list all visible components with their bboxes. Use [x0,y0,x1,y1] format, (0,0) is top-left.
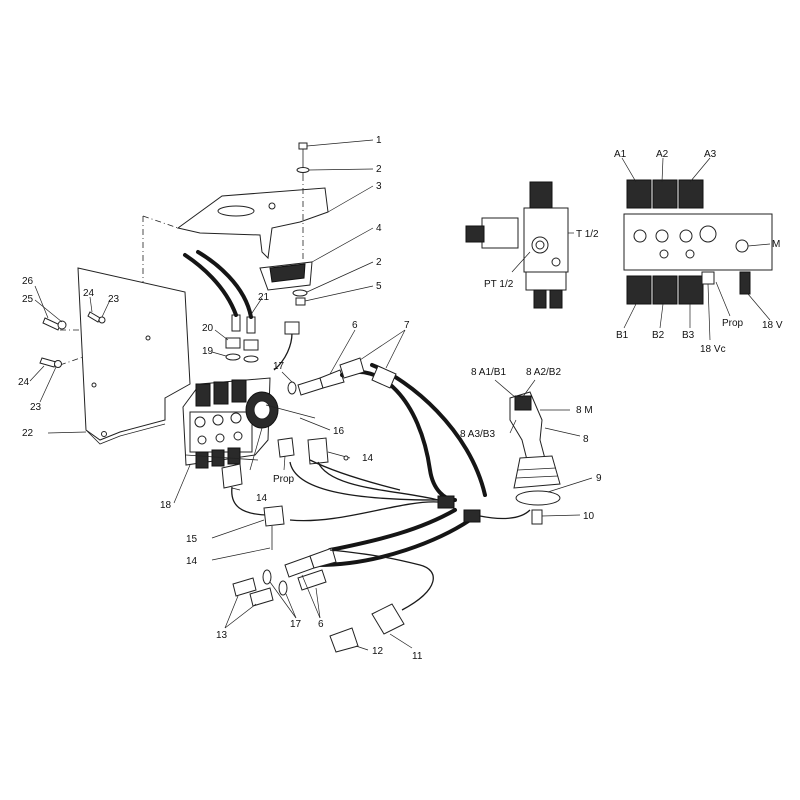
boot-part-9 [515,477,593,506]
label-11: 11 [412,651,423,662]
label-24-upper: 24 [83,288,95,299]
hoses-from-cover [183,250,253,319]
proportional-solenoid [245,391,279,471]
label-17-upper: 17 [273,361,285,372]
label-8-a1b1: 8 A1/B1 [471,367,506,378]
hose-fitting-part-6-upper [297,329,356,396]
label-10: 10 [583,511,595,522]
label-2-lower: 2 [376,257,382,268]
tee-block-part-15 [211,505,285,539]
bolt-part-24-lower [29,357,57,382]
label-2-top: 2 [376,164,382,175]
bolt-part-26 [34,285,61,331]
label-7: 7 [404,320,410,331]
label-6-upper: 6 [352,320,358,331]
label-3: 3 [376,181,382,192]
label-20: 20 [202,323,214,334]
washer-part-23-upper [98,299,111,324]
oring-part-17-lower [262,569,297,619]
fitting-part-20 [214,329,259,351]
switch-part-12 [329,627,369,653]
label-8-m: 8 M [576,405,593,416]
connector-part-14-right [307,437,351,465]
pressure-sensor-part-11 [329,549,434,649]
bellows-boot-part-4 [259,227,374,291]
label-26: 26 [22,276,34,287]
label-14-lower: 14 [186,556,198,567]
label-8-a2b2: 8 A2/B2 [526,367,561,378]
label-t12: T 1/2 [576,229,599,240]
lower-hoses [316,508,472,567]
washer-part-25 [34,299,67,330]
label-m: M [772,239,780,250]
label-23-upper: 23 [108,294,120,305]
hose-part-7 [339,329,487,502]
washer-part-2-top [296,167,374,173]
label-1: 1 [376,135,382,146]
label-17-lower: 17 [290,619,302,630]
washer-part-2-lower [292,261,374,297]
connector-prop [277,437,295,471]
label-19: 19 [202,346,214,357]
washer-part-23-lower [39,360,62,403]
label-21: 21 [258,292,270,303]
label-a1: A1 [614,149,627,160]
block-detail [621,157,773,341]
label-18-v: 18 V [762,320,783,331]
label-a3: A3 [704,149,717,160]
nut-part-10 [531,509,581,525]
label-5: 5 [376,281,382,292]
label-23-lower: 23 [30,402,42,413]
label-9: 9 [596,473,602,484]
label-15: 15 [186,534,198,545]
label-prop-detail: Prop [722,318,744,329]
label-pt12: PT 1/2 [484,279,514,290]
valve-detail [465,181,574,309]
long-rod [185,454,259,461]
label-8: 8 [583,434,589,445]
bolt-part-24-upper [87,296,101,323]
cover-plate-part-3 [176,185,374,260]
label-14-left: 14 [256,493,268,504]
label-6-lower: 6 [318,619,324,630]
nut-part-5 [295,285,374,306]
label-16: 16 [333,426,345,437]
label-24-lower: 24 [18,377,30,388]
label-22: 22 [22,428,34,439]
joystick-part-8 [494,379,581,489]
label-b1: B1 [616,330,629,341]
wiring-harness [231,459,531,522]
label-18: 18 [160,500,172,511]
mounting-plate-part-22 [47,267,191,445]
label-prop-main: Prop [273,474,295,485]
callout-labels: 1 2 3 4 2 5 6 7 26 25 24 23 21 20 19 17 … [18,135,783,662]
label-b2: B2 [652,330,665,341]
label-14-right: 14 [362,453,374,464]
label-b3: B3 [682,330,695,341]
connector-part-14-left [221,463,243,491]
label-18-vc: 18 Vc [700,344,726,355]
label-4: 4 [376,223,382,234]
label-a2: A2 [656,149,669,160]
small-cable-solenoid [273,321,300,371]
bolt-part-14-lower [211,526,273,561]
label-13: 13 [216,630,228,641]
label-12: 12 [372,646,384,657]
oring-part-17-upper [281,371,297,395]
connector-cluster [437,495,481,523]
hose-fitting-part-6-lower [284,547,337,619]
label-8-a3b3: 8 A3/B3 [460,429,495,440]
label-25: 25 [22,294,34,305]
oring-part-19 [211,351,259,363]
tie-rod-part-16 [265,404,331,431]
fitting-part-13 [224,577,274,629]
